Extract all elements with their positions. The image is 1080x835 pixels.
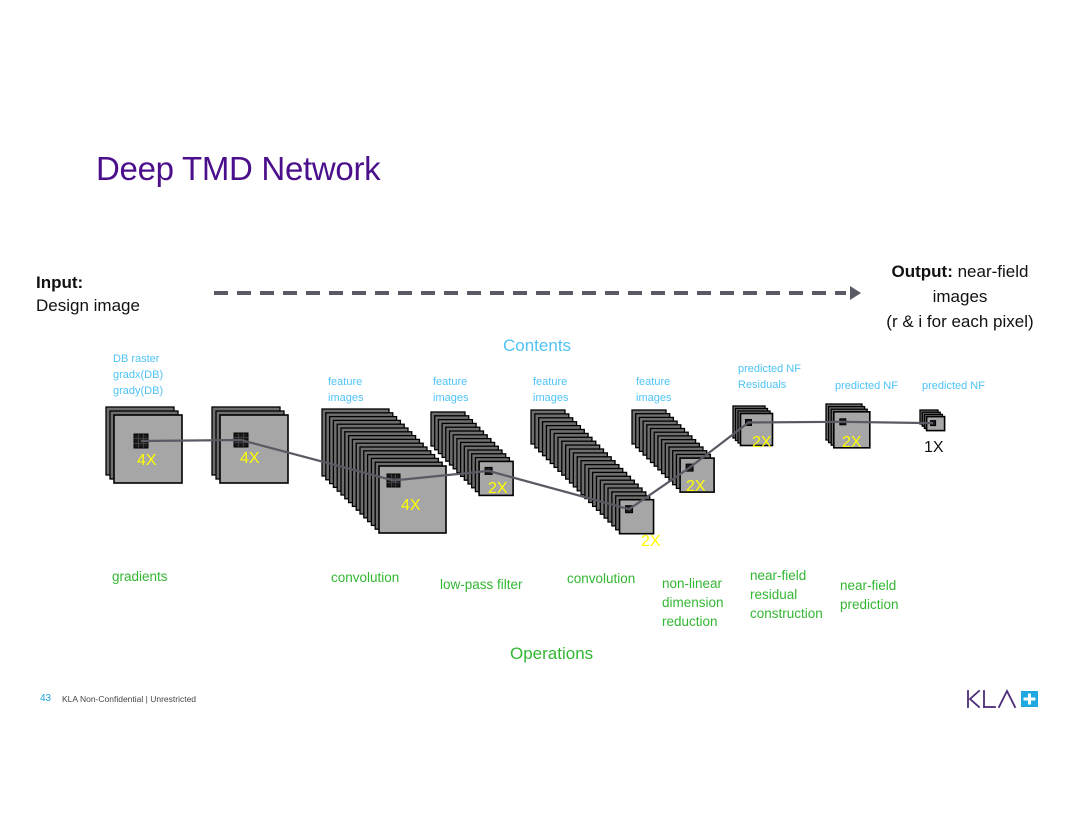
content-label-nf-residuals: predicted NF Residuals [738, 363, 801, 391]
content-label-predicted-nf-2: predicted NF [922, 380, 985, 392]
front-layer [113, 414, 183, 484]
arrow-head-icon [850, 286, 861, 300]
operation-label-convolution-2: convolution [567, 571, 636, 586]
output-heading: Output: [891, 262, 953, 281]
output-description: Output: near-field images (r & i for eac… [866, 259, 1054, 334]
content-label-feature-images-4: feature images [636, 376, 672, 404]
output-text-line3: (r & i for each pixel) [886, 312, 1034, 331]
output-text-line2: images [932, 287, 988, 306]
receptive-field-connector [140, 420, 934, 511]
operation-label-convolution-1: convolution [331, 570, 400, 585]
operation-label-gradients: gradients [112, 569, 168, 584]
slide-title: Deep TMD Network [96, 150, 381, 187]
reduction-stack [631, 409, 715, 493]
input-description: Design image [36, 296, 140, 315]
content-label-feature-images-3: feature images [533, 376, 569, 404]
operation-label-residual-construction: near-field residual construction [750, 568, 823, 621]
lowpass-stack [430, 411, 514, 497]
front-layer [832, 410, 871, 449]
flow-arrow [214, 286, 861, 300]
conv2-stack [530, 409, 655, 535]
page-number: 43 [40, 693, 52, 704]
content-label-feature-images-2: feature images [433, 376, 469, 404]
content-label-db-raster: DB raster gradx(DB) grady(DB) [113, 353, 164, 397]
resolution-multiplier: 4X [401, 497, 421, 514]
input-stack [105, 406, 183, 484]
resolution-multiplier: 4X [240, 450, 260, 467]
kla-logo-icon [967, 688, 1038, 709]
resolution-multiplier: 2X [641, 533, 661, 550]
contents-heading: Contents [503, 336, 572, 355]
resolution-multiplier: 2X [752, 434, 772, 451]
classification-label: KLA Non-Confidential | Unrestricted [62, 694, 197, 704]
gradient-stack [211, 406, 289, 484]
resolution-multiplier: 2X [842, 434, 862, 451]
nf-stack [825, 403, 871, 449]
conv1-stack [321, 408, 447, 534]
input-heading: Input: [36, 273, 84, 292]
operation-label-low-pass-filter: low-pass filter [440, 577, 523, 592]
output-text-line1: near-field [952, 262, 1029, 281]
content-label-feature-images-1: feature images [328, 376, 364, 404]
resolution-multiplier: 4X [137, 452, 157, 469]
kla-logo [966, 688, 1042, 715]
operations-heading: Operations [510, 644, 594, 663]
content-label-predicted-nf-1: predicted NF [835, 380, 898, 392]
residual-stack [732, 405, 774, 447]
operation-label-nf-prediction: near-field prediction [840, 578, 899, 612]
operation-label-nonlinear-reduction: non-linear dimension reduction [662, 576, 724, 629]
resolution-multiplier: 2X [488, 480, 508, 497]
resolution-multiplier: 2X [686, 478, 706, 495]
resolution-multiplier: 1X [924, 439, 944, 456]
output-stack [919, 409, 946, 432]
front-layer [739, 412, 774, 447]
